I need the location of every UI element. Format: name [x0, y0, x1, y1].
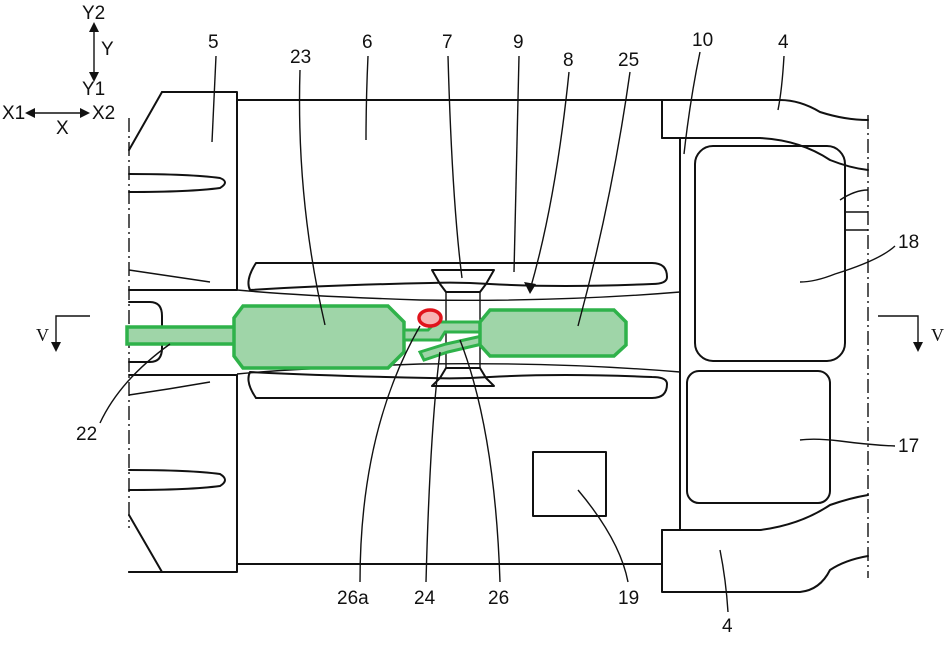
label-17: 17 — [898, 436, 919, 457]
lower-bracket — [431, 367, 495, 387]
label-25: 25 — [618, 50, 639, 71]
label-4-bottom: 4 — [722, 616, 733, 637]
axis-label-y: Y — [101, 39, 114, 60]
y2-arrow-head — [89, 22, 99, 32]
label-8: 8 — [563, 50, 574, 71]
component-19 — [532, 451, 607, 517]
exhaust-system — [125, 304, 628, 370]
axis-indicator: Y2 Y Y1 X1 X X2 — [2, 3, 115, 139]
component-18 — [694, 145, 846, 362]
component-17 — [686, 370, 831, 504]
axis-label-x2: X2 — [92, 103, 115, 124]
label-19: 19 — [618, 588, 639, 609]
upper-slot — [128, 173, 226, 193]
label-9: 9 — [513, 32, 524, 53]
x1-arrow-head — [25, 108, 35, 118]
axis-label-x1: X1 — [2, 103, 25, 124]
rear-frame-4 — [661, 99, 869, 593]
tunnel-upper-flange — [247, 262, 668, 291]
label-10: 10 — [692, 30, 713, 51]
label-26: 26 — [488, 588, 509, 609]
label-23: 23 — [290, 47, 311, 68]
muffler-25 — [478, 308, 628, 358]
section-marker-right: V — [878, 315, 944, 352]
upper-bracket — [431, 269, 495, 293]
reference-numerals: 5 23 6 7 9 8 25 10 4 18 17 22 26a 24 26 … — [76, 30, 919, 637]
catalyst-23 — [232, 304, 406, 370]
label-22: 22 — [76, 424, 97, 445]
section-label-right: V — [931, 325, 944, 345]
highlight-26a — [417, 308, 443, 328]
cross-member-5 — [128, 91, 238, 573]
tunnel-9 — [236, 262, 681, 399]
leader-lines — [99, 51, 896, 613]
label-18: 18 — [898, 232, 919, 253]
label-5: 5 — [208, 32, 219, 53]
label-24: 24 — [414, 588, 436, 609]
axis-label-x: X — [56, 118, 69, 139]
section-marker-left: V — [36, 315, 90, 352]
section-label-left: V — [36, 325, 49, 345]
axis-label-y2: Y2 — [82, 3, 105, 24]
front-pipe-22 — [125, 325, 237, 346]
label-4-top: 4 — [778, 32, 789, 53]
label-6: 6 — [362, 32, 373, 53]
x2-arrow-head — [80, 108, 90, 118]
y1-arrow-head — [89, 72, 99, 82]
axis-label-y1: Y1 — [82, 79, 105, 100]
label-26a: 26a — [337, 588, 369, 609]
lower-slot — [128, 469, 226, 491]
label-7: 7 — [442, 32, 453, 53]
